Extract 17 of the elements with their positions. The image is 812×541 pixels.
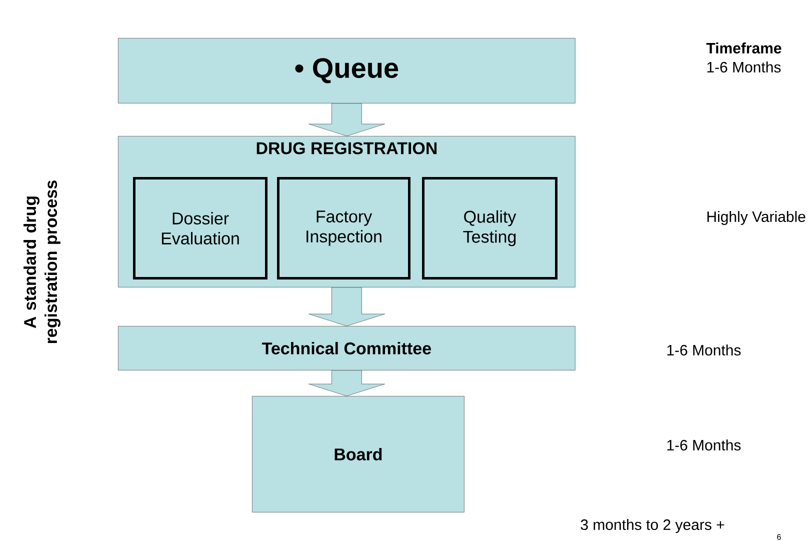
stage-box: Board: [252, 396, 464, 512]
task-box: Quality Testing: [422, 177, 558, 280]
stage-box: Technical Committee: [118, 326, 576, 370]
timeframe-label: 3 months to 2 years +: [580, 519, 724, 533]
block-arrow: [308, 287, 385, 326]
title: A standard drug registration process: [24, 180, 60, 344]
timeframe-label: 1-6 Months: [667, 439, 741, 450]
timeframe-label: 1-6 Months: [667, 344, 741, 356]
task-box: Factory Inspection: [277, 177, 410, 280]
page-number: 6: [777, 534, 781, 540]
task-box: Dossier Evaluation: [133, 177, 268, 280]
block-arrow: [308, 103, 385, 136]
timeframe-label: Highly Variable: [707, 211, 806, 225]
block-arrow: [308, 370, 385, 396]
stage-box: • Queue: [118, 38, 576, 104]
timeframe-label: 1-6 Months: [707, 62, 781, 72]
column-heading: Timeframe: [706, 42, 782, 54]
